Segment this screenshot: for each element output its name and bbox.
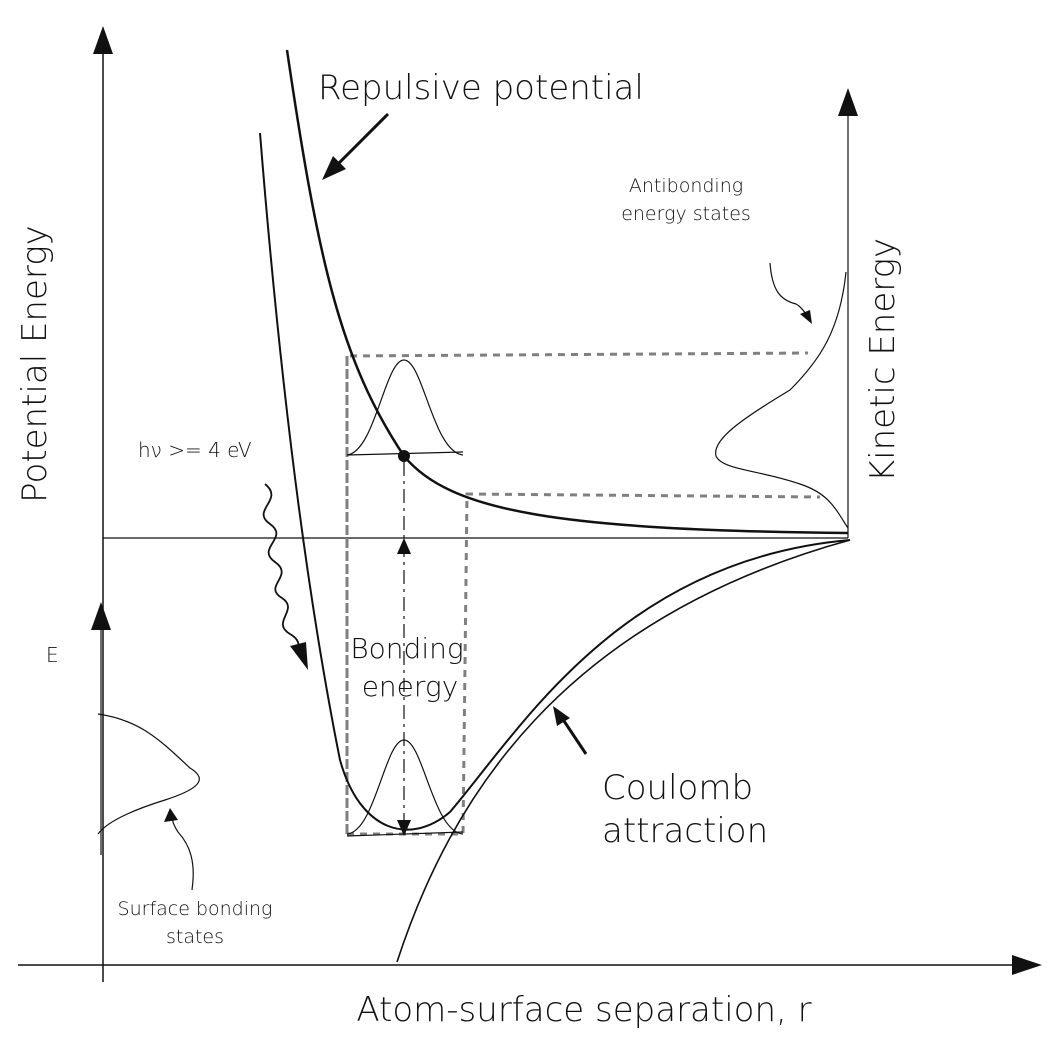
surface-e-axis-arrowhead [91,602,111,630]
coulomb-attraction-curve [396,539,851,963]
coulomb-pointer-arrow [560,717,588,755]
coulomb-label-line1: Coulomb [602,768,753,808]
photon-squiggle [262,483,301,657]
repulsive-pointer-arrow [332,112,390,170]
y-axis-left-label: Potential Energy [15,225,55,503]
repulsive-label: Repulsive potential [318,68,644,108]
repulsive-pointer-head [322,156,346,180]
surface-pointer-head [164,808,178,822]
excited-gaussian [346,359,464,456]
kinetic-energy-axis-arrowhead [838,88,858,116]
ground-gaussian [346,739,464,835]
bonding-label-line1: Bonding [350,632,463,665]
bonding-arrow-bottom-head [397,820,411,836]
bonding-label-line2: energy [362,670,459,703]
antibonding-pointer [769,262,807,315]
antibonding-label-line1: Antibonding [629,175,743,197]
y-axis-left-arrowhead [93,26,113,54]
coulomb-pointer-head [553,706,570,726]
antibonding-label-line2: energy states [621,203,751,225]
surface-bonding-distribution [97,713,200,835]
transition-point [398,450,410,462]
surface-bonding-label-line2: states [166,926,224,948]
antibonding-distribution [715,271,849,529]
ground-gaussian-base [346,831,464,837]
photon-label: hν >= 4 eV [138,438,252,462]
x-axis-arrowhead [1012,955,1042,975]
surface-bonding-label-line1: Surface bonding [118,898,273,920]
x-axis-label: Atom-surface separation, r [356,990,811,1030]
repulsive-potential-curve [285,49,849,535]
y-axis-right-label: Kinetic Energy [863,238,903,482]
coulomb-label-line2: attraction [602,811,768,851]
bonding-arrow-top-head [397,538,411,554]
antibonding-pointer-head [800,310,812,324]
bound-potential-curve [259,132,851,831]
dashed-guides [345,351,821,836]
photon-arrowhead [290,642,308,670]
surface-pointer [171,815,194,891]
antibonding-box-upper [345,351,809,834]
surface-e-label: E [46,643,59,667]
